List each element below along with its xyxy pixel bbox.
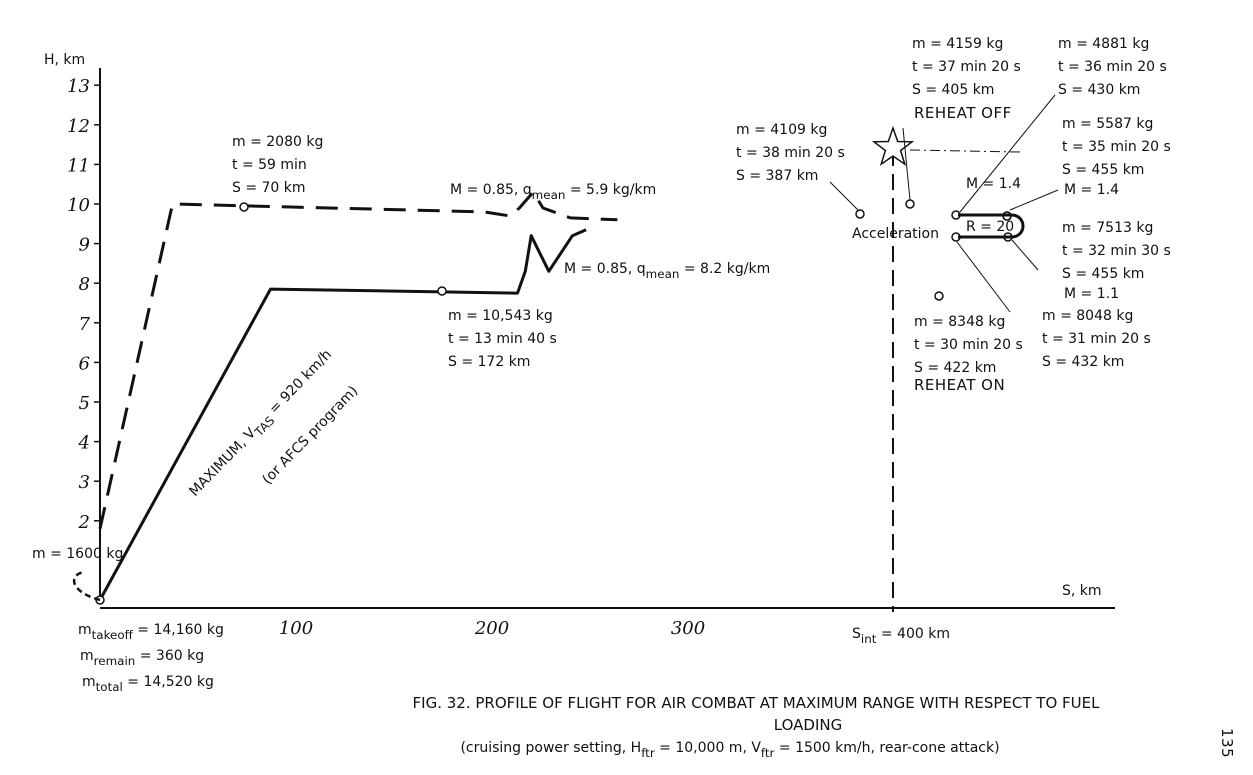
point-4881-line-2: t = 36 min 20 s	[1058, 59, 1167, 75]
x-tick-label-200: 200	[474, 618, 509, 639]
mach-1-1-label: M = 1.1	[1064, 286, 1119, 302]
leader-line-5	[1011, 239, 1039, 271]
point-10543-line-3: S = 172 km	[448, 354, 530, 370]
axes: H, km S, km 2 3 4 5 6 7 8 9 10 11 12 13 100 200 300	[44, 52, 1115, 639]
y-tick-label-10: 10	[67, 195, 90, 216]
point-4159-line-1: m = 4159 kg	[912, 36, 1003, 52]
point-4109-line-3: S = 387 km	[736, 168, 818, 184]
page-number-group: 135	[1218, 728, 1236, 758]
point-marker-2	[855, 209, 865, 219]
leader-line-6	[956, 241, 1011, 313]
leader-line-3	[959, 94, 1056, 213]
total-mass-label: mtotal = 14,520 kg	[82, 674, 214, 694]
point-4159-line-2: t = 37 min 20 s	[912, 59, 1021, 75]
point-2080-line-2: t = 59 min	[232, 157, 307, 173]
point-4881-line-3: S = 430 km	[1058, 82, 1140, 98]
y-tick-label-7: 7	[79, 314, 91, 335]
point-8348-line-2: t = 30 min 20 s	[914, 337, 1023, 353]
point-4109-line-1: m = 4109 kg	[736, 122, 827, 138]
s-int-label: Sint = 400 km	[852, 626, 950, 646]
point-4109-line-2: t = 38 min 20 s	[736, 145, 845, 161]
caption-line-1: FIG. 32. PROFILE OF FLIGHT FOR AIR COMBA…	[413, 694, 1101, 712]
y-tick-label-5: 5	[79, 393, 90, 414]
caption-line-3: (cruising power setting, Hftr = 10,000 m…	[460, 740, 999, 760]
x-axis-label: S, km	[1062, 583, 1102, 599]
series-line-2	[98, 228, 587, 601]
point-8348-line-3: S = 422 km	[914, 360, 996, 376]
series-group	[98, 190, 618, 601]
y-axis-label: H, km	[44, 52, 85, 68]
point-10543-line-1: m = 10,543 kg	[448, 308, 553, 324]
point-4881-line-1: m = 4881 kg	[1058, 36, 1149, 52]
point-5587-line-2: t = 35 min 20 s	[1062, 139, 1171, 155]
figure-caption: FIG. 32. PROFILE OF FLIGHT FOR AIR COMBA…	[413, 694, 1236, 760]
y-tick-label-11: 11	[67, 155, 90, 176]
y-tick-label-6: 6	[79, 353, 90, 374]
mach-1-4-left: M = 1.4	[966, 176, 1021, 192]
mach-1-4-right: M = 1.4	[1064, 182, 1119, 198]
leader-line-2	[902, 127, 911, 201]
decorations	[72, 94, 1059, 612]
takeoff-hook	[72, 570, 101, 602]
y-tick-label-8: 8	[79, 274, 90, 295]
point-4159-line-3: S = 405 km	[912, 82, 994, 98]
point-marker-6	[934, 291, 944, 301]
point-7513-line-1: m = 7513 kg	[1062, 220, 1153, 236]
target-sight-line	[909, 149, 1021, 153]
combat-loop	[958, 213, 1025, 239]
start-mass-label: m = 1600 kg	[32, 546, 123, 562]
y-tick-label-4: 4	[78, 433, 90, 454]
point-5587-line-1: m = 5587 kg	[1062, 116, 1153, 132]
acceleration-label: Acceleration	[852, 226, 939, 242]
point-7513-line-2: t = 32 min 30 s	[1062, 243, 1171, 259]
point-2080-line-3: S = 70 km	[232, 180, 306, 196]
reheat-off-label: REHEAT OFF	[914, 104, 1012, 122]
takeoff-mass-label: mtakeoff = 14,160 kg	[78, 622, 224, 642]
y-tick-label-12: 12	[67, 116, 90, 137]
point-8048-line-1: m = 8048 kg	[1042, 308, 1133, 324]
point-marker-3	[905, 199, 915, 209]
point-2080-line-1: m = 2080 kg	[232, 134, 323, 150]
remain-mass-label: mremain = 360 kg	[80, 648, 204, 668]
point-8048-line-2: t = 31 min 20 s	[1042, 331, 1151, 347]
y-tick-label-9: 9	[79, 235, 90, 256]
x-tick-label-100: 100	[279, 618, 313, 639]
target-star	[871, 125, 915, 167]
caption-line-2: LOADING	[774, 716, 842, 734]
point-marker-7	[437, 286, 447, 296]
point-8348-line-1: m = 8348 kg	[914, 314, 1005, 330]
point-10543-line-2: t = 13 min 40 s	[448, 331, 557, 347]
series-line-1	[98, 190, 618, 530]
radius-label: R = 20	[966, 219, 1014, 235]
leader-line-1	[829, 181, 859, 211]
annotation-labels: m = 1600 kg mtakeoff = 14,160 kg mremain =…	[32, 36, 1171, 694]
x-tick-label-300: 300	[671, 618, 705, 639]
y-tick-label-3: 3	[79, 472, 90, 493]
leader-line-4	[1009, 189, 1059, 211]
point-5587-line-3: S = 455 km	[1062, 162, 1144, 178]
y-tick-label-2: 2	[78, 512, 90, 533]
point-8048-line-3: S = 432 km	[1042, 354, 1124, 370]
point-7513-line-3: S = 455 km	[1062, 266, 1144, 282]
page-number: 135	[1218, 728, 1236, 758]
cruise-bottom-label: M = 0.85, qmean = 8.2 kg/km	[564, 261, 770, 281]
reheat-on-label: REHEAT ON	[914, 376, 1005, 394]
point-marker-1	[239, 202, 249, 212]
cruise-top-label: M = 0.85, qmean = 5.9 kg/km	[450, 182, 656, 202]
y-tick-label-13: 13	[67, 76, 90, 97]
